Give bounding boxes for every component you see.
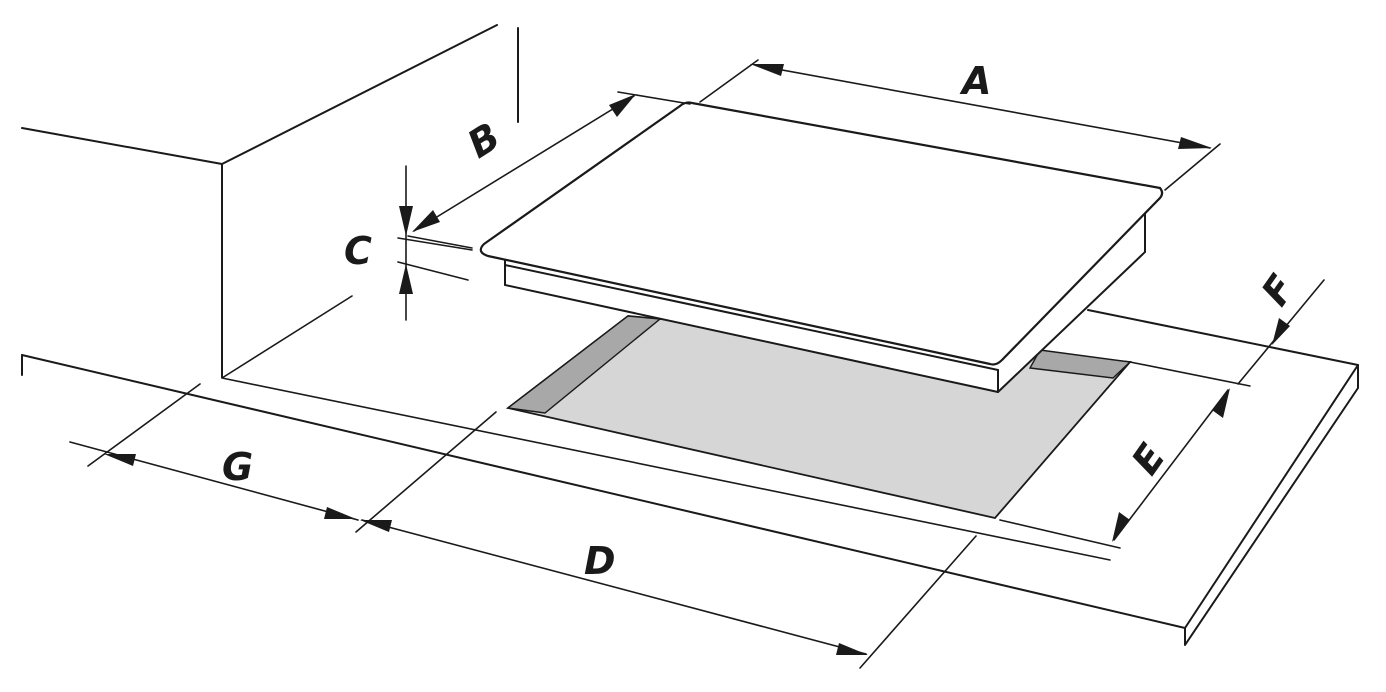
dimension-arrowhead	[750, 64, 784, 76]
dimension-arrowhead	[360, 520, 392, 532]
dimension-label-g: G	[222, 445, 253, 489]
dimension-label-a: A	[959, 59, 991, 103]
dimension-label-b: B	[460, 114, 508, 167]
dimension-arrowhead	[609, 94, 636, 117]
dimension-d: D	[355, 411, 977, 669]
dimension-label-d: D	[584, 539, 616, 583]
dimension-c: C	[344, 165, 473, 321]
wall-cabinet	[21, 24, 519, 379]
dimension-arrowhead	[836, 643, 868, 655]
dimension-label-c: C	[344, 229, 372, 273]
dimension-arrowhead	[324, 507, 356, 519]
dimension-arrowhead	[1212, 388, 1230, 418]
dimension-arrowhead	[104, 454, 136, 466]
dimension-a: A	[699, 59, 1221, 191]
dimension-label-f: F	[1253, 267, 1304, 314]
dimension-arrowhead	[412, 210, 440, 232]
dimension-arrowhead	[1272, 318, 1290, 345]
hob-appliance	[479, 101, 1164, 394]
dimension-arrowhead	[1178, 137, 1212, 149]
dimension-arrowhead	[1112, 512, 1130, 542]
dimension-arrowhead	[399, 264, 413, 294]
dimension-arrowhead	[399, 206, 413, 236]
dimension-g: G	[69, 383, 359, 521]
